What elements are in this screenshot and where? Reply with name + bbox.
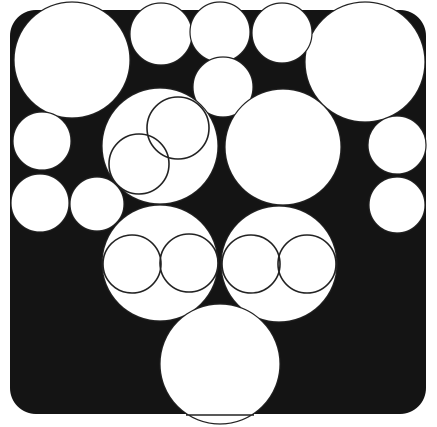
large-circle-top-left bbox=[14, 2, 130, 118]
circle-left-inner bbox=[70, 177, 124, 231]
circle-top-3 bbox=[252, 3, 312, 63]
circle-bottom bbox=[160, 304, 280, 424]
circle-right-large bbox=[225, 89, 341, 205]
circle-top-1 bbox=[130, 3, 192, 65]
circle-right-edge-2 bbox=[369, 177, 425, 233]
circle-left-edge-1 bbox=[13, 112, 71, 170]
circle-lower-right bbox=[221, 206, 337, 322]
large-circle-top-right bbox=[305, 2, 425, 122]
circle-top-2 bbox=[190, 2, 250, 62]
circle-right-edge-1 bbox=[368, 116, 426, 174]
circle-left-edge-2 bbox=[11, 174, 69, 232]
